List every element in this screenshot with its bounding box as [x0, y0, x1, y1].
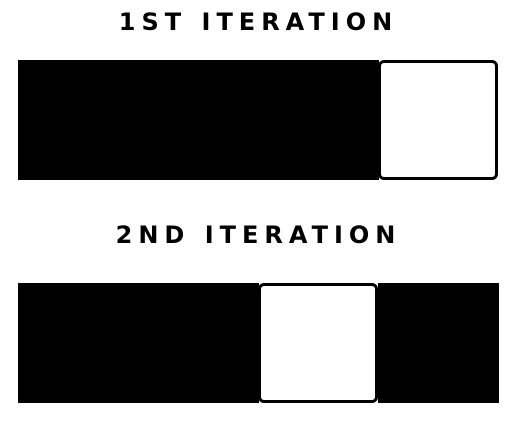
filled-cell	[138, 283, 259, 403]
iteration-2-title: 2ND ITERATION	[115, 221, 402, 249]
iteration-2-strip	[18, 283, 499, 403]
filled-cell	[138, 60, 259, 180]
filled-cell	[378, 283, 499, 403]
filled-cell	[18, 283, 139, 403]
filled-cell	[258, 60, 379, 180]
iteration-1-title: 1ST ITERATION	[118, 8, 399, 36]
empty-cell	[378, 60, 498, 180]
iteration-1-strip	[18, 60, 498, 180]
filled-cell	[18, 60, 139, 180]
empty-cell	[258, 283, 378, 403]
